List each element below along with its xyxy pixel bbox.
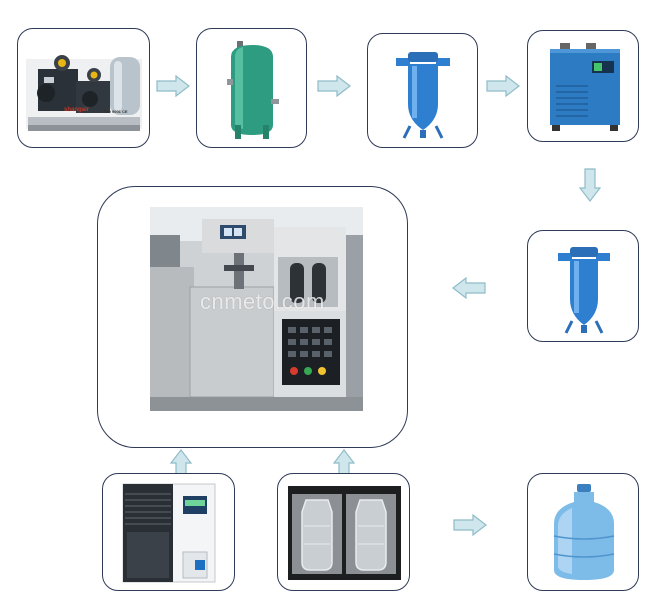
chiller-icon xyxy=(103,474,235,591)
flow-arrow-left xyxy=(452,277,486,299)
water-bottle-icon xyxy=(528,474,639,591)
bottle-mold-node xyxy=(277,473,410,591)
flow-arrow-down xyxy=(579,168,601,202)
flow-arrow-right xyxy=(486,75,520,97)
air-dryer-icon xyxy=(528,31,639,142)
watermark-text: cnmeto.com xyxy=(200,289,325,315)
blow-molding-machine-node: cnmeto.com xyxy=(97,186,408,448)
water-chiller-node xyxy=(102,473,235,591)
compressor-brand-label: shangair xyxy=(64,107,89,113)
flow-arrow-right xyxy=(317,75,351,97)
air-tank-icon xyxy=(197,29,307,148)
air-compressor-icon xyxy=(18,29,150,148)
flow-arrow-right xyxy=(453,514,487,536)
filter-icon xyxy=(528,231,639,342)
compressor-cert-label: ISO 9001 CE xyxy=(104,109,128,114)
air-dryer-node xyxy=(527,30,639,142)
filter-icon xyxy=(368,34,478,148)
air-compressor-node: shangair ISO 9001 CE xyxy=(17,28,150,148)
mold-icon xyxy=(278,474,410,591)
air-tank-node xyxy=(196,28,307,148)
precision-filter-2-node xyxy=(527,230,639,342)
water-bottle-node xyxy=(527,473,639,591)
precision-filter-1-node xyxy=(367,33,478,148)
flow-arrow-right xyxy=(156,75,190,97)
